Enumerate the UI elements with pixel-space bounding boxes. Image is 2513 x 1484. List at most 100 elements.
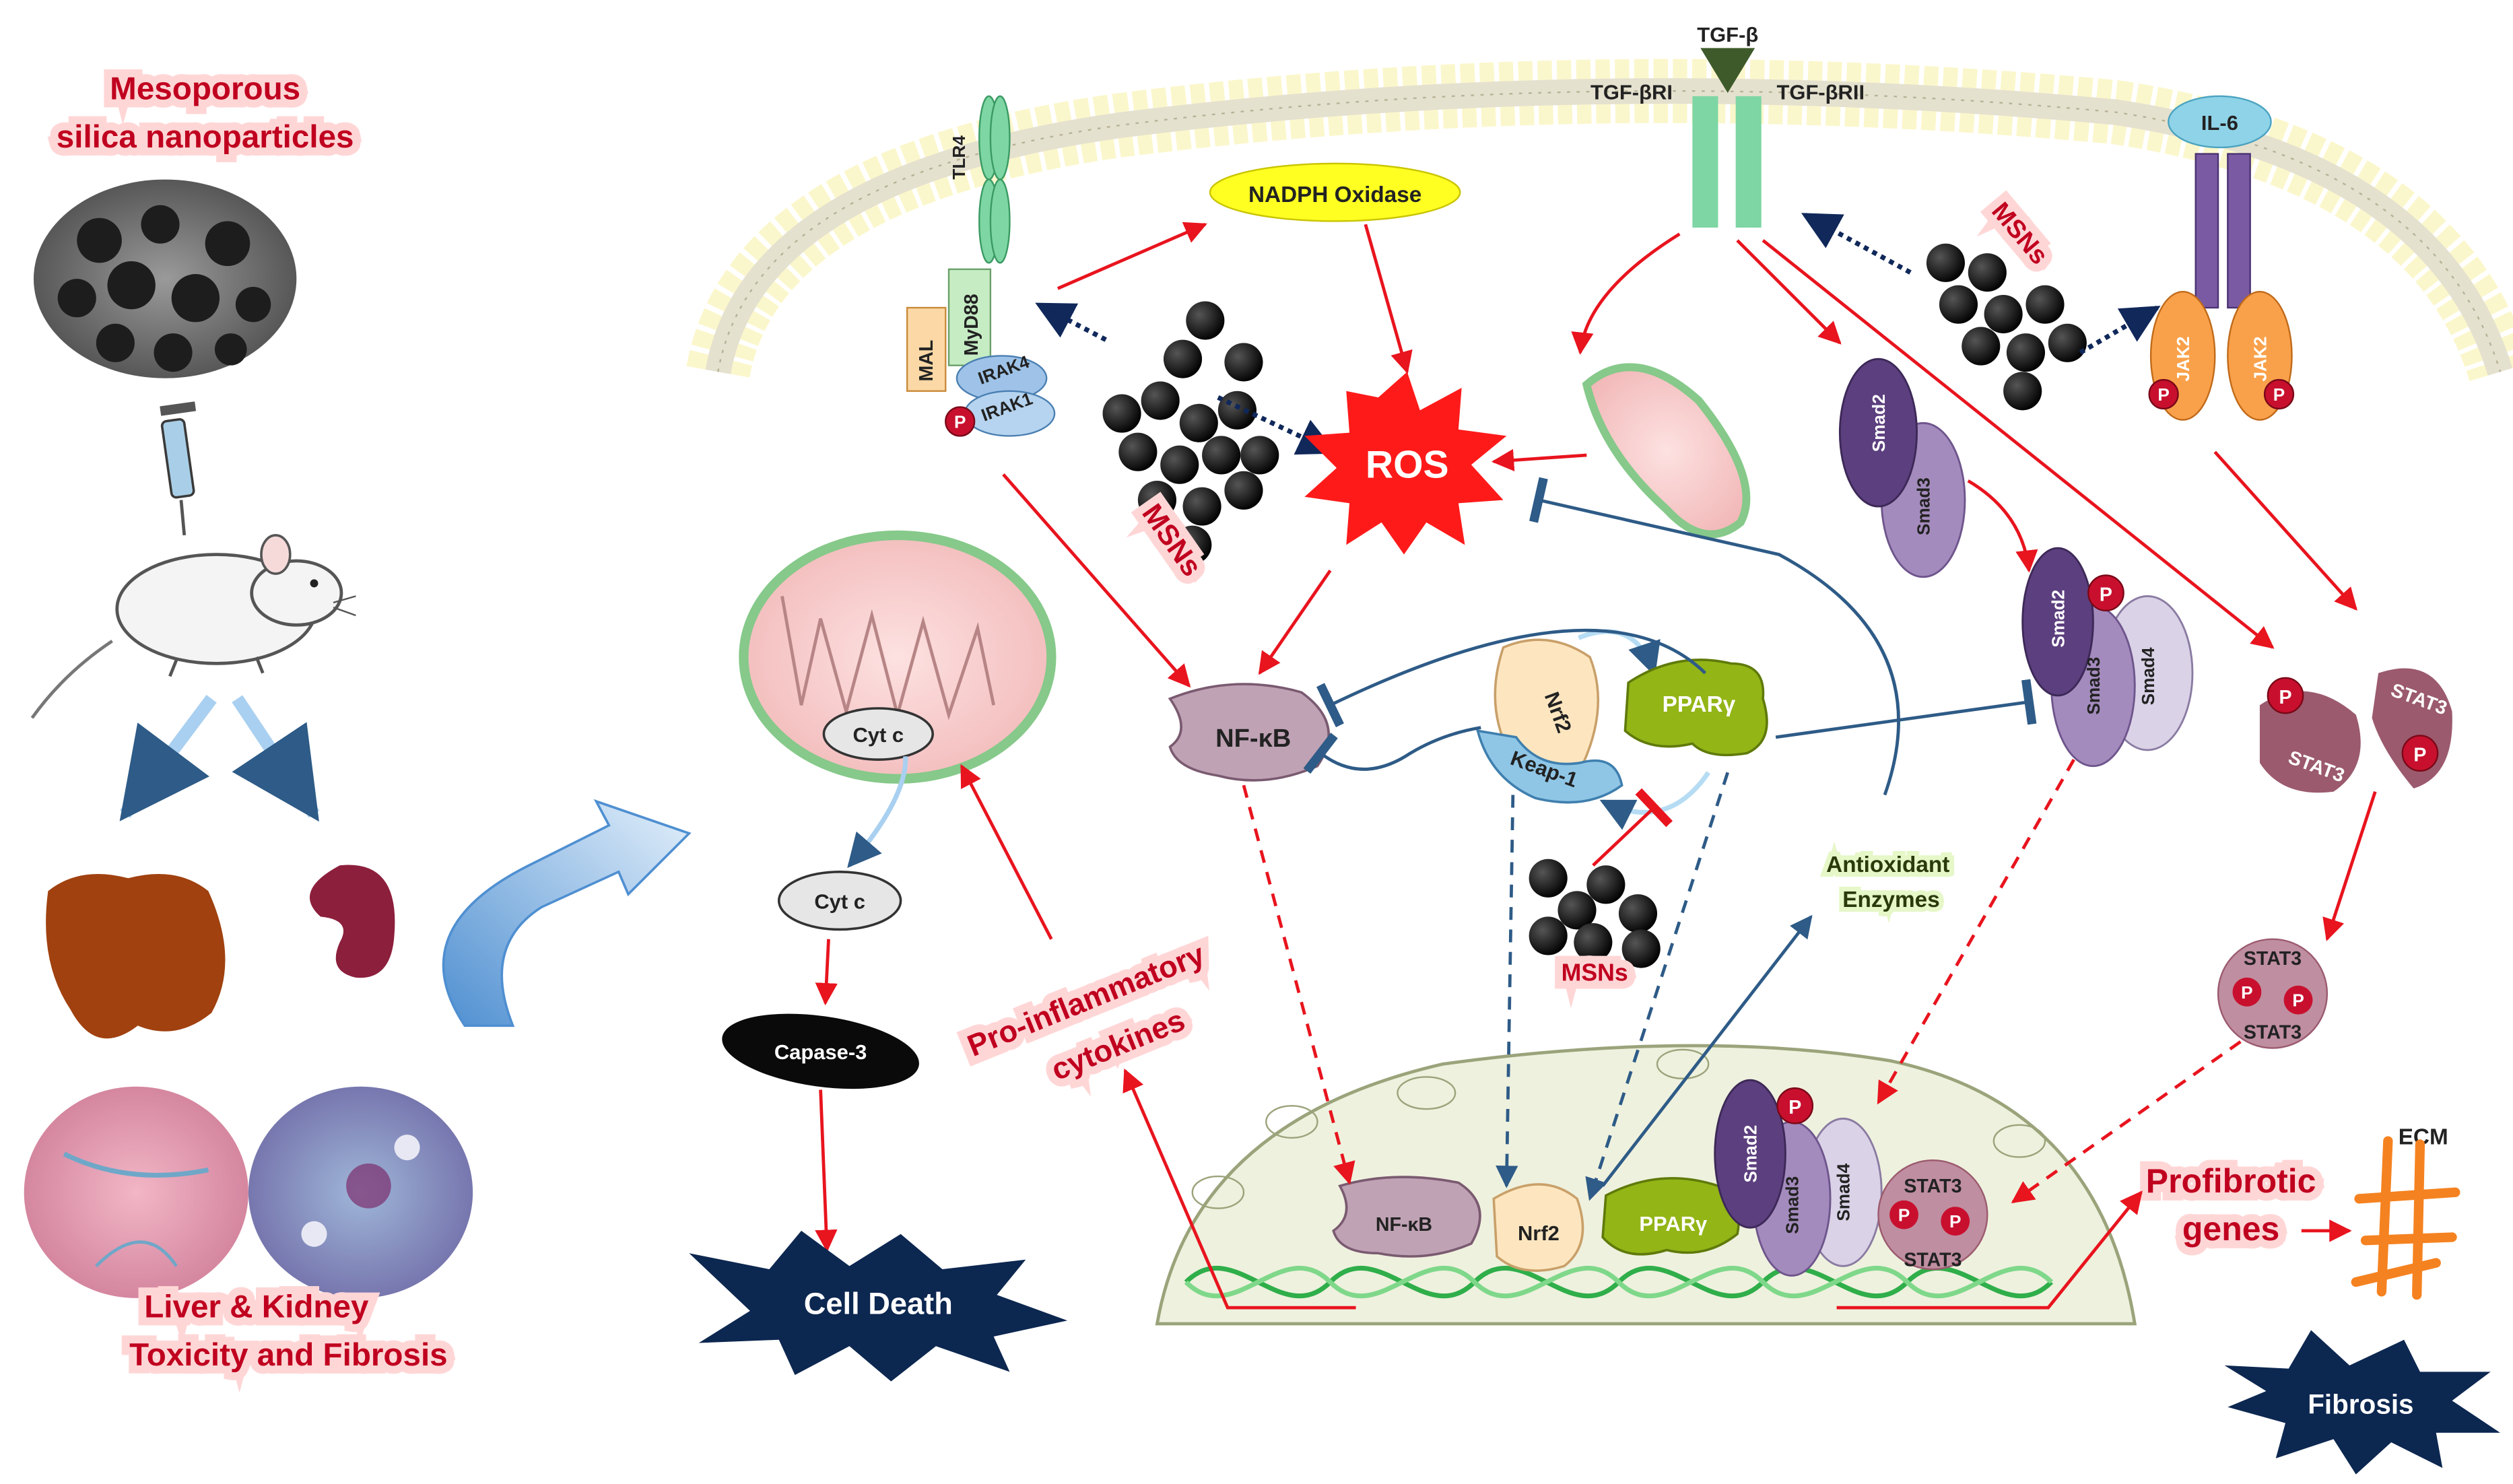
stat3-nuc-p2: P	[1949, 1211, 1961, 1232]
phospho-label: P	[954, 412, 966, 432]
stat3-phospho-right: P	[2413, 745, 2426, 766]
left-bottom-line2: Toxicity and Fibrosis	[129, 1337, 447, 1373]
nrf2-label-nuc: Nrf2	[1518, 1221, 1560, 1245]
left-title-line1: Mesoporous	[110, 71, 300, 107]
stat3-nuc-bottom: STAT3	[1904, 1249, 1962, 1271]
liver-icon	[46, 873, 226, 1039]
stat3-monomer-right: P STAT3	[2372, 668, 2452, 789]
caspase3: Capase-3	[722, 1013, 919, 1089]
msn-cluster-right	[1926, 243, 2087, 411]
pparg-label-cyto: PPARγ	[1663, 692, 1736, 717]
mal: MAL	[906, 306, 947, 392]
smad2-label-2: Smad2	[2048, 590, 2069, 648]
tgfbri-label: TGF-βRI	[1590, 81, 1673, 104]
myd88-label: MyD88	[961, 294, 982, 356]
stat3-nuc-p1: P	[1898, 1205, 1910, 1225]
profib-line2: genes	[2182, 1210, 2279, 1248]
il6-receptor: IL-6 JAK2 P JAK2 P	[2148, 95, 2295, 421]
nfkb-nucleus: NF-κB	[1332, 1176, 1481, 1258]
cytc-released: Cyt c	[777, 871, 902, 931]
translocation-arrows	[1242, 759, 2242, 1204]
tgfbrii-label: TGF-βRII	[1777, 81, 1865, 104]
stat3-dimer-bottom: STAT3	[2244, 1021, 2302, 1043]
mitochondrion-large	[739, 530, 1057, 784]
cytc-label-2: Cyt c	[814, 890, 865, 914]
stat3-monomer-left: P STAT3	[2259, 677, 2361, 793]
cytc-mito: Cyt c	[822, 707, 935, 761]
tgfb-receptor: TGF-β TGF-βRI TGF-βRII	[1590, 23, 1865, 228]
cell-membrane	[686, 59, 2513, 382]
cytokine-to-mito-arrow	[960, 764, 1053, 940]
kidney-icon	[309, 865, 395, 978]
msn-cluster-center	[1529, 858, 1661, 968]
syringe-icon	[160, 401, 197, 536]
tlr4-label: TLR4	[949, 135, 969, 180]
mal-label: MAL	[916, 340, 937, 382]
myd88: MyD88	[947, 268, 992, 366]
antiox-line2: Enzymes	[1842, 887, 1939, 912]
antiox-induction-arrow	[1601, 914, 1813, 1187]
msn-cluster-left	[1102, 301, 1279, 564]
irak1: IRAK1	[964, 389, 1056, 437]
nfkb-cytoplasm: NF-κB	[1168, 683, 1330, 782]
stat3-dimer-cyto: STAT3 P P STAT3	[2217, 938, 2328, 1049]
tlr4-receptor: TLR4	[949, 95, 1011, 264]
pparg-cytoplasm: PPARγ	[1623, 659, 1768, 757]
smad2-label-1: Smad2	[1869, 394, 1889, 452]
ros-burst: ROS	[1304, 372, 1507, 555]
il6-label: IL-6	[2201, 111, 2238, 135]
irak1-phospho: P	[945, 406, 976, 437]
msns-label-center: MSNs	[1562, 959, 1628, 986]
ros-label: ROS	[1366, 443, 1449, 486]
smad-phospho-nuc: P	[1788, 1097, 1801, 1118]
jak2-label-left: JAK2	[2173, 337, 2193, 382]
nrf2-cytoplasm: Nrf2	[1494, 638, 1600, 769]
jak2-right: JAK2 P	[2227, 291, 2295, 421]
smad-phospho-cyto: P	[2100, 584, 2112, 606]
cell-death-label: Cell Death	[804, 1287, 953, 1321]
ecm-icon	[2351, 1136, 2460, 1300]
stat3-dimer-p1: P	[2241, 982, 2252, 1003]
jak2-phospho-left: P	[2157, 384, 2169, 405]
smad-complex-nucleus: P Smad2 Smad3 Smad4	[1714, 1079, 1883, 1277]
nadph-oxidase: NADPH Oxidase	[1209, 162, 1461, 222]
stat3-dimer-top: STAT3	[2244, 948, 2302, 970]
smad2-3-4-cytoplasm: P Smad2 Smad3 Smad4	[2021, 547, 2194, 768]
kidney-histology	[248, 1086, 473, 1298]
keap1: Keap-1	[1476, 729, 1623, 804]
caspase-label: Capase-3	[774, 1040, 867, 1064]
sem-image	[33, 179, 297, 378]
nfkb-label-cyto: NF-κB	[1215, 724, 1291, 753]
jak2-left: JAK2 P	[2148, 291, 2216, 421]
inhibition-lines	[1303, 477, 2037, 796]
nrf2-nucleus: Nrf2	[1492, 1183, 1584, 1273]
left-panel: Mesoporous silica nanoparticles	[24, 63, 692, 1381]
fibrosis-label: Fibrosis	[2308, 1388, 2413, 1419]
tgfb-label: TGF-β	[1697, 23, 1758, 46]
cytc-to-caspase-arrow	[815, 939, 838, 1006]
nadph-label: NADPH Oxidase	[1248, 182, 1421, 207]
left-bottom-line1: Liver & Kidney	[144, 1289, 369, 1324]
fibrosis-burst: Fibrosis	[2224, 1330, 2500, 1475]
nrf2-cycle-top	[1578, 629, 1661, 677]
split-arrows	[119, 695, 320, 822]
liver-histology	[24, 1086, 248, 1298]
smad3-label-1: Smad3	[1914, 477, 1934, 535]
jak2-phospho-right: P	[2273, 384, 2285, 405]
stat3-nuc-top: STAT3	[1904, 1176, 1962, 1197]
irak4: IRAK4	[956, 351, 1048, 402]
stat3-dimer-p2: P	[2292, 990, 2304, 1011]
smad2-label-nuc: Smad2	[1741, 1125, 1761, 1183]
cell-death-burst: Cell Death	[689, 1230, 1068, 1382]
curved-transition-arrow	[442, 799, 692, 1027]
pparg-label-nuc: PPARγ	[1639, 1212, 1708, 1236]
nfkb-label-nuc: NF-κB	[1376, 1214, 1432, 1236]
smad2-3-cytoplasm: Smad2 Smad3	[1838, 358, 1966, 578]
smad3-label-2: Smad3	[2083, 657, 2104, 715]
activation-arrows	[1002, 222, 2377, 1310]
smad4-label-nuc: Smad4	[1834, 1163, 1854, 1221]
antiox-line1: Antioxidant	[1826, 852, 1949, 877]
rat-icon	[30, 534, 356, 719]
msn-inhibits-nrf2	[1592, 788, 1673, 867]
